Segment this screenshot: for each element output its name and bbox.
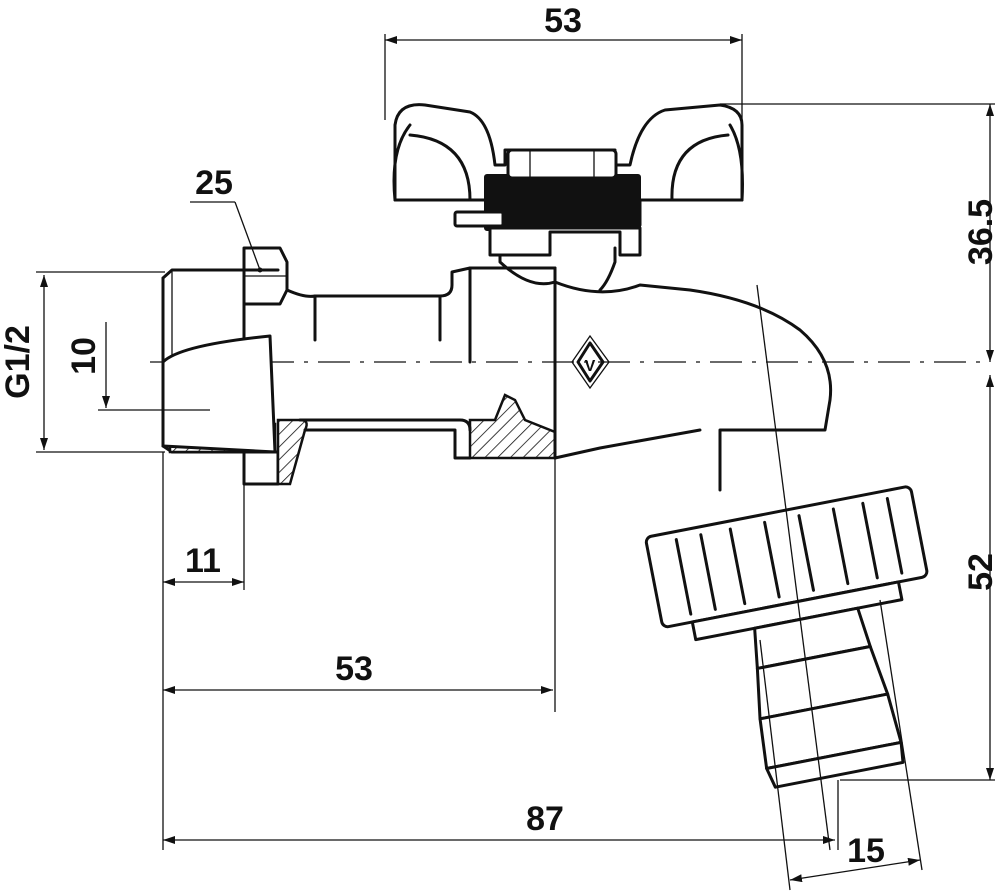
- valve-logo-icon: [576, 341, 605, 383]
- dim-bore: 10: [65, 337, 103, 375]
- hose-coupling: [644, 485, 929, 789]
- butterfly-handle: [392, 103, 744, 257]
- dim-hex-size: 25: [195, 164, 233, 202]
- faucet-body: V: [161, 246, 833, 492]
- dim-outlet-height: 52: [962, 553, 1000, 591]
- dim-thread: G1/2: [0, 325, 37, 399]
- dim-handle-width: 53: [544, 2, 582, 40]
- dim-thread-length: 11: [185, 542, 221, 580]
- dim-body-length: 53: [335, 650, 373, 688]
- logo-letter: V: [585, 358, 596, 375]
- dim-total-length: 87: [526, 800, 564, 838]
- dim-handle-height: 36.5: [962, 199, 1000, 265]
- dim-outlet: 15: [847, 832, 885, 870]
